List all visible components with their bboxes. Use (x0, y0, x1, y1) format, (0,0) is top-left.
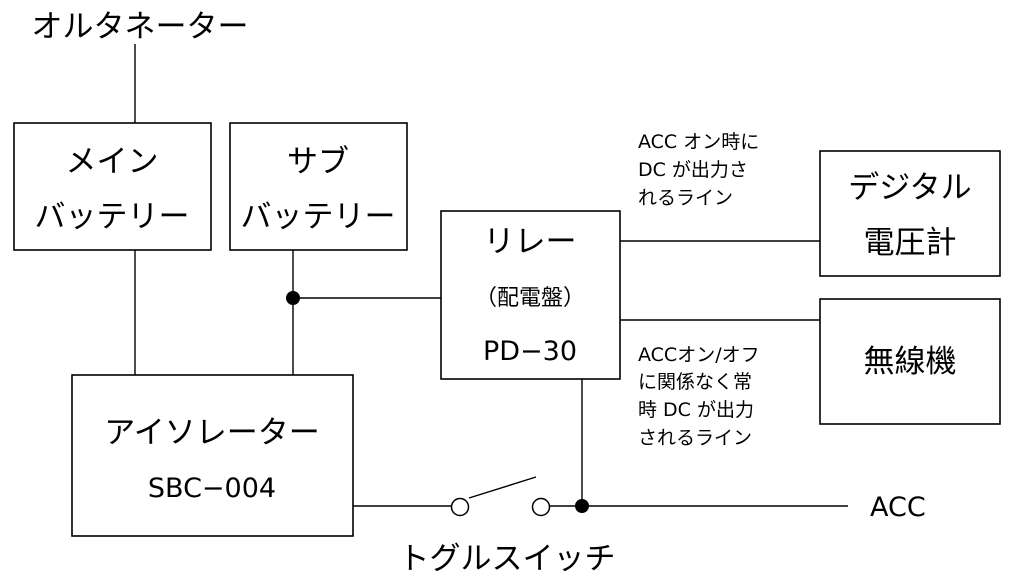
isolator-box (71, 374, 354, 537)
voltmeter-box (819, 150, 1001, 277)
radio-box (819, 298, 1001, 425)
switch-terminal-left (450, 497, 470, 517)
sub-battery-box (229, 122, 408, 251)
isolator-line-2: SBC−004 (148, 473, 276, 504)
sub-battery-line-2: バッテリー (241, 199, 396, 235)
acc-label: ACC (870, 492, 926, 523)
always-on-note-line-2: に関係なく常 (638, 371, 752, 393)
wire-switch-lever (468, 476, 537, 499)
wires (134, 44, 848, 507)
radio-line-1: 無線機 (864, 344, 957, 380)
always-on-note-line-3: 時 DC が出力 (638, 399, 754, 421)
voltmeter-line-2: 電圧計 (864, 225, 957, 261)
relay-box (440, 210, 621, 380)
alternator-label: オルタネーター (32, 9, 249, 45)
acc-on-note-line-1: ACC オン時に (638, 131, 759, 153)
switch-terminal-right (531, 497, 551, 517)
toggle-switch-label: トグルスイッチ (399, 541, 616, 577)
relay-line-1: リレー (484, 224, 577, 260)
main-battery-box (13, 122, 212, 251)
voltmeter-line-1: デジタル (848, 170, 971, 206)
acc-on-note-line-2: DC が出力さ (638, 159, 748, 181)
always-on-note-line-4: されるライン (638, 427, 752, 449)
isolator-line-1: アイソレーター (104, 415, 319, 451)
relay-line-2: （配電盤） (475, 286, 585, 311)
relay-line-3: PD−30 (483, 336, 577, 367)
acc-on-note-line-3: れるライン (638, 187, 733, 209)
main-battery-line-1: メイン (66, 144, 159, 180)
sub-battery-line-1: サブ (287, 144, 349, 180)
always-on-note-line-1: ACCオン/オフ (638, 344, 760, 366)
junction-dot-sub-battery (286, 291, 300, 305)
main-battery-line-2: バッテリー (35, 199, 190, 235)
junction-dot-acc (575, 499, 589, 513)
